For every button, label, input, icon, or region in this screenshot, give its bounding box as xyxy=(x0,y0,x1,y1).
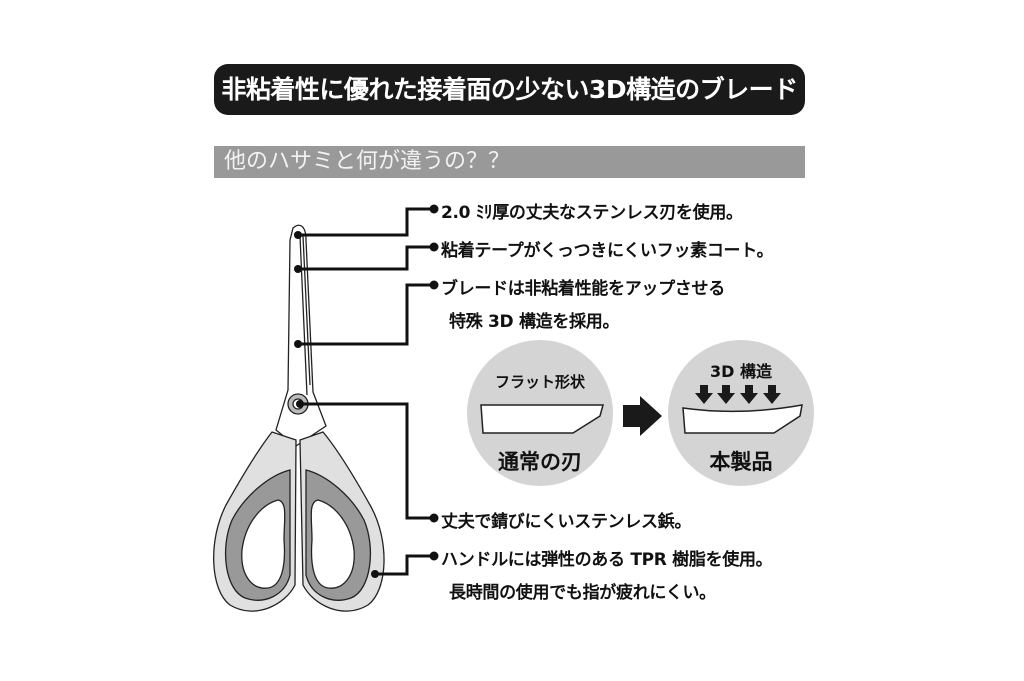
left-bottom-label: 通常の刃 xyxy=(498,450,582,474)
subtitle-banner: 他のハサミと何が違うの？？ xyxy=(214,146,805,178)
feature-3d-structure: ブレードは非粘着性能をアップさせる 特殊 3D 構造を採用。 xyxy=(441,274,725,332)
feature-text-2: 特殊 3D 構造を採用。 xyxy=(449,312,620,332)
comparison-right-circle xyxy=(668,340,814,486)
feature-text-2: 長時間の使用でも指が疲れにくい。 xyxy=(449,583,716,603)
left-top-label: フラット形状 xyxy=(494,373,585,391)
leader-dots xyxy=(294,204,439,578)
comparison-left-circle xyxy=(467,340,613,486)
right-bottom-label: 本製品 xyxy=(709,450,773,474)
feature-text: 2.0 ﾐﾘ厚の丈夫なステンレス刃を使用。 xyxy=(441,203,743,223)
feature-blade-thickness: 2.0 ﾐﾘ厚の丈夫なステンレス刃を使用。 xyxy=(441,198,743,223)
feature-tpr-handle: ハンドルには弾性のある TPR 樹脂を使用。 長時間の使用でも指が疲れにくい。 xyxy=(441,545,773,603)
right-top-label: 3D 構造 xyxy=(710,362,772,381)
title-banner: 非粘着性に優れた接着面の少ない3D構造のブレード xyxy=(214,64,805,115)
pressure-arrows-icon xyxy=(695,385,781,404)
feature-fluorine-coat: 粘着テープがくっつきにくいフッ素コート。 xyxy=(441,236,774,261)
feature-text: 丈夫で錆びにくいステンレス鋲。 xyxy=(441,512,692,532)
feature-text: 粘着テープがくっつきにくいフッ素コート。 xyxy=(441,241,774,261)
arrow-right-icon xyxy=(623,396,662,436)
feature-stainless-rivet: 丈夫で錆びにくいステンレス鋲。 xyxy=(441,507,691,532)
feature-text: ブレードは非粘着性能をアップさせる xyxy=(441,279,725,299)
leader-lines xyxy=(298,207,434,576)
scissors-illustration xyxy=(213,224,385,612)
feature-text: ハンドルには弾性のある TPR 樹脂を使用。 xyxy=(441,550,773,570)
